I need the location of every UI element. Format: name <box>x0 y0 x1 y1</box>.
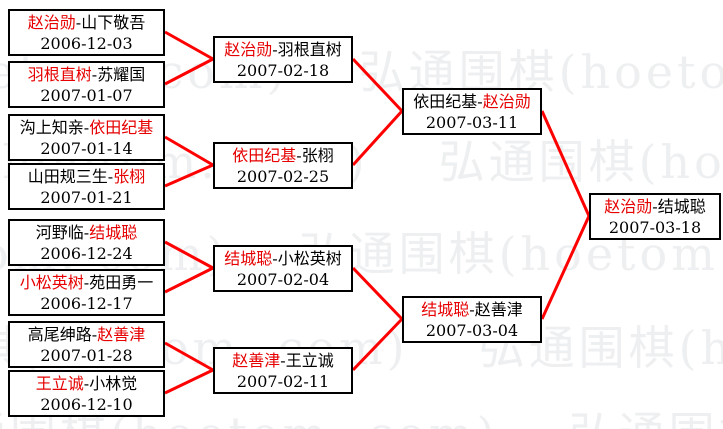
match-players: 小松英树-苑田勇一 <box>10 272 163 293</box>
separator: - <box>477 92 483 111</box>
match-players: 山田规三生-张栩 <box>10 166 163 187</box>
separator: - <box>75 13 82 32</box>
match-date: 2007-01-14 <box>40 139 133 158</box>
player-name-left: 赵治勋 <box>27 13 76 32</box>
player-name-right: 苑田勇一 <box>89 273 154 292</box>
match-box: 结城聪-赵善津 2007-03-04 <box>402 296 542 343</box>
player-name-left: 结城聪 <box>421 300 470 319</box>
separator: - <box>83 118 90 137</box>
separator: - <box>272 40 278 59</box>
match-date: 2006-12-03 <box>40 34 133 53</box>
separator: - <box>280 351 286 370</box>
watermark-text: 弘通围棋(hoetom. com) <box>569 407 723 429</box>
player-name-left: 赵治勋 <box>604 197 653 216</box>
match-date: 2007-01-21 <box>40 188 133 207</box>
player-name-right: 赵善津 <box>474 300 523 319</box>
match-date: 2007-03-11 <box>425 113 519 132</box>
player-name-right: 依田纪基 <box>89 118 154 137</box>
separator: - <box>83 223 90 242</box>
player-name-right: 羽根直树 <box>277 40 342 59</box>
player-name-left: 山田规三生 <box>27 167 108 186</box>
player-name-left: 赵治勋 <box>224 40 273 59</box>
match-box: 小松英树-苑田勇一 2006-12-17 <box>8 269 165 316</box>
player-name-right: 赵治勋 <box>482 92 531 111</box>
separator: - <box>652 197 658 216</box>
match-players: 赵治勋-羽根直树 <box>215 39 351 60</box>
watermark-text: 弘通围棋(hoetom. com) <box>438 135 723 189</box>
match-date: 2007-02-04 <box>236 270 330 289</box>
match-box: 山田规三生-张栩 2007-01-21 <box>8 163 165 210</box>
player-name-left: 高尾绅路 <box>27 325 92 344</box>
player-name-right: 山下敬吾 <box>81 13 146 32</box>
match-box: 依田纪基-赵治勋 2007-03-11 <box>402 88 542 135</box>
match-box: 高尾绅路-赵善津 2007-01-28 <box>8 321 165 368</box>
match-players: 王立诚-小林觉 <box>10 373 163 394</box>
match-date: 2006-12-10 <box>40 395 133 414</box>
player-name-right: 结城聪 <box>657 197 706 216</box>
match-box: 河野临-结城聪 2006-12-24 <box>8 219 165 266</box>
player-name-left: 王立诚 <box>35 374 84 393</box>
separator: - <box>296 146 302 165</box>
match-players: 结城聪-赵善津 <box>404 299 540 320</box>
player-name-left: 依田纪基 <box>413 92 478 111</box>
match-date: 2007-02-18 <box>236 61 330 80</box>
player-name-right: 苏耀国 <box>97 65 146 84</box>
player-name-left: 依田纪基 <box>232 146 297 165</box>
player-name-right: 小林觉 <box>89 374 138 393</box>
match-players: 依田纪基-张栩 <box>215 145 351 166</box>
player-name-left: 结城聪 <box>224 249 273 268</box>
match-players: 羽根直树-苏耀国 <box>10 64 163 85</box>
player-name-right: 赵善津 <box>97 325 146 344</box>
match-date: 2006-12-24 <box>40 244 133 263</box>
player-name-right: 小松英树 <box>277 249 342 268</box>
player-name-right: 张栩 <box>301 146 334 165</box>
separator: - <box>272 249 278 268</box>
player-name-left: 河野临 <box>35 223 84 242</box>
match-box: 赵善津-王立诚 2007-02-11 <box>213 347 353 394</box>
match-box: 结城聪-小松英树 2007-02-04 <box>213 245 353 292</box>
separator: - <box>91 65 98 84</box>
match-players: 结城聪-小松英树 <box>215 248 351 269</box>
match-date: 2007-03-18 <box>608 218 702 237</box>
match-players: 高尾绅路-赵善津 <box>10 324 163 345</box>
match-players: 依田纪基-赵治勋 <box>404 91 540 112</box>
match-date: 2006-12-17 <box>40 294 133 313</box>
player-name-right: 结城聪 <box>89 223 138 242</box>
match-box: 赵治勋-羽根直树 2007-02-18 <box>213 36 353 83</box>
match-date: 2007-03-04 <box>425 321 519 340</box>
player-name-left: 小松英树 <box>19 273 84 292</box>
match-players: 沟上知亲-依田纪基 <box>10 117 163 138</box>
match-box: 沟上知亲-依田纪基 2007-01-14 <box>8 114 165 161</box>
separator: - <box>107 167 114 186</box>
player-name-left: 赵善津 <box>232 351 281 370</box>
separator: - <box>83 374 90 393</box>
match-date: 2007-02-11 <box>236 372 330 391</box>
match-players: 赵治勋-结城聪 <box>591 196 719 217</box>
player-name-right: 王立诚 <box>285 351 334 370</box>
player-name-left: 羽根直树 <box>27 65 92 84</box>
match-date: 2007-01-28 <box>40 346 133 365</box>
match-box: 依田纪基-张栩 2007-02-25 <box>213 142 353 189</box>
match-box: 赵治勋-山下敬吾 2006-12-03 <box>8 9 165 56</box>
match-box: 羽根直树-苏耀国 2007-01-07 <box>8 61 165 108</box>
separator: - <box>83 273 90 292</box>
separator: - <box>469 300 475 319</box>
separator: - <box>91 325 98 344</box>
match-players: 赵治勋-山下敬吾 <box>10 12 163 33</box>
player-name-right: 张栩 <box>113 167 146 186</box>
match-players: 河野临-结城聪 <box>10 222 163 243</box>
match-players: 赵善津-王立诚 <box>215 350 351 371</box>
match-date: 2007-02-25 <box>236 167 330 186</box>
match-box: 王立诚-小林觉 2006-12-10 <box>8 370 165 417</box>
match-box: 赵治勋-结城聪 2007-03-18 <box>589 193 721 240</box>
match-date: 2007-01-07 <box>40 86 133 105</box>
player-name-left: 沟上知亲 <box>19 118 84 137</box>
